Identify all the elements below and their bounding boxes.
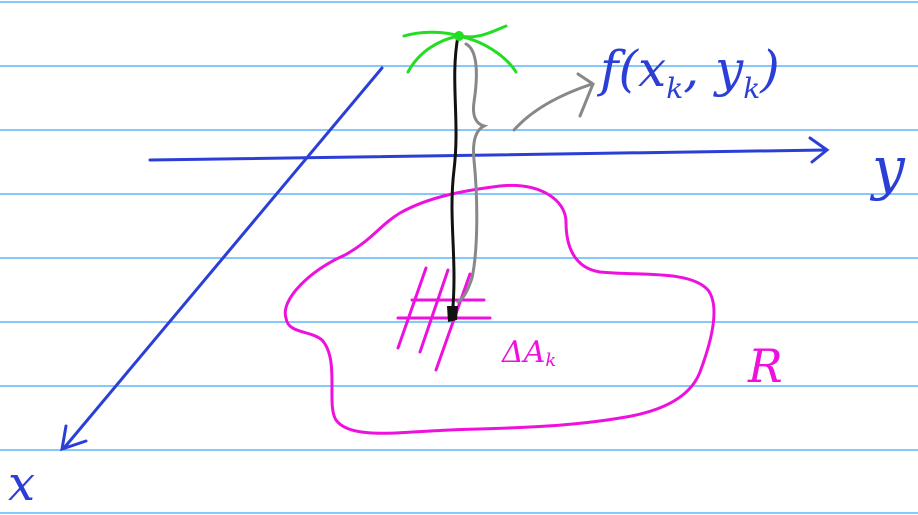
x-axis-line: [62, 66, 384, 450]
area-element-label: ΔAk: [501, 335, 556, 371]
x-axis-arrowhead: [60, 424, 88, 452]
region-r-boundary: [283, 183, 716, 435]
label-arrow: [512, 72, 595, 132]
function-value-label: f(xk, yk): [596, 40, 780, 105]
y-axis-line: [148, 148, 828, 162]
axes: [60, 66, 830, 452]
surface-point: [454, 31, 464, 41]
height-line: [450, 34, 460, 320]
region-label: R: [747, 339, 783, 393]
x-axis-label: x: [8, 456, 35, 512]
y-axis-arrowhead: [808, 136, 830, 164]
height-brace: [456, 42, 489, 304]
area-element-hatch: [396, 266, 492, 372]
height-line-fill: [447, 306, 458, 322]
y-axis-label: y: [869, 134, 906, 202]
